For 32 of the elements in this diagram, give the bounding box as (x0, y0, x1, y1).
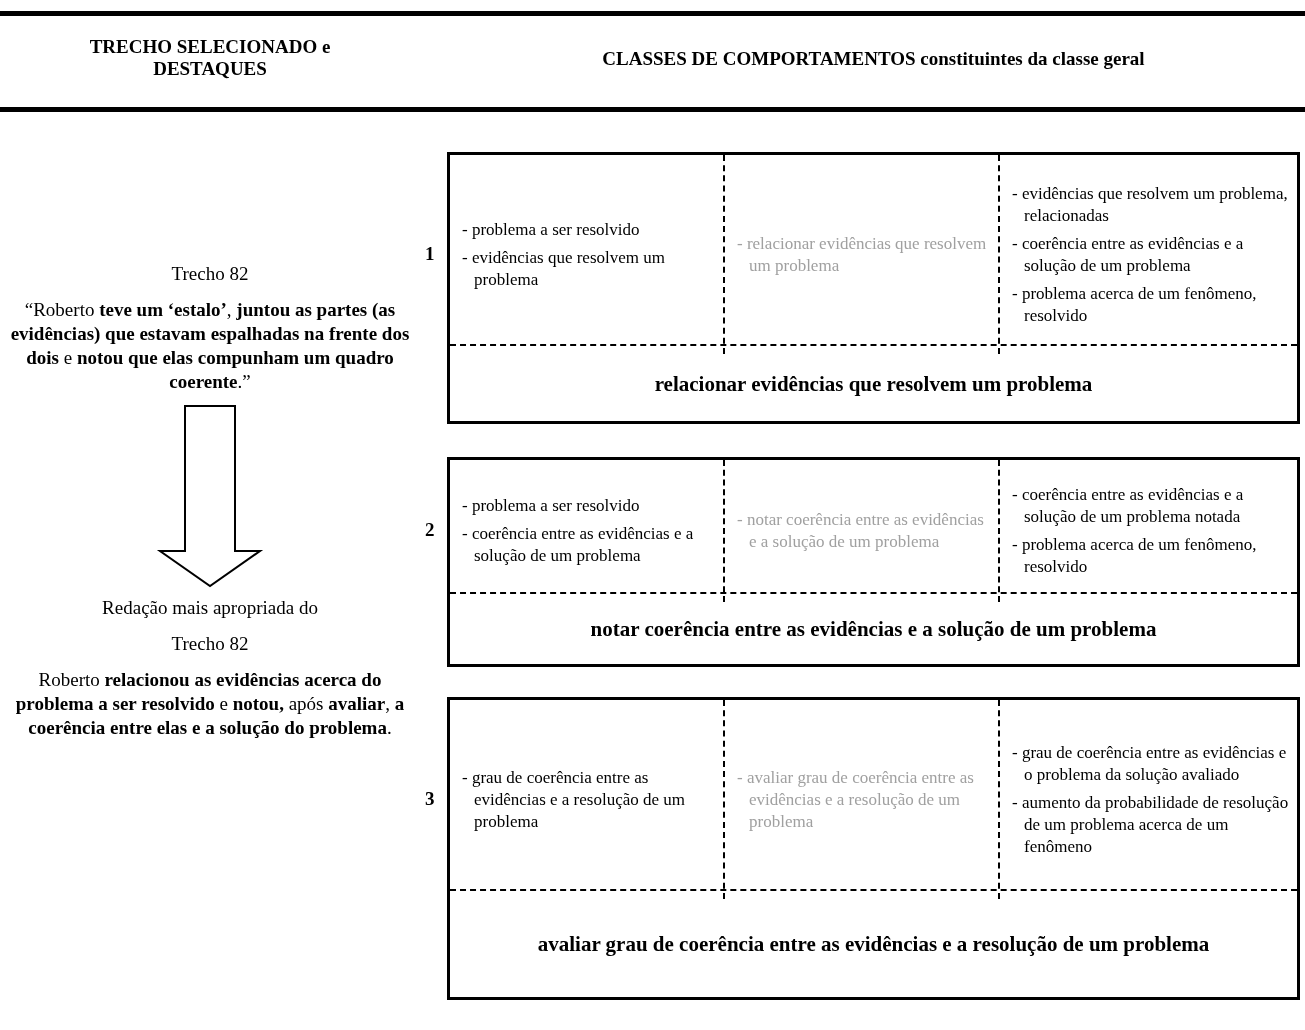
bullet-item: - coerência entre as evidências e a solução de um problema notada (1012, 484, 1245, 528)
bullet-item: - grau de coerência entre as evidências e a resolução de um problema (462, 766, 686, 833)
bullet-item: - evidências que resolvem um problema (462, 246, 666, 291)
rewrite-heading: Redação mais apropriada do (102, 596, 318, 620)
bullet-item: - problema acerca de um fenômeno, resolvido (1012, 282, 1258, 327)
table-frame (447, 152, 1300, 424)
bullet-item: - coerência entre as evidências e a solução de um problema (1012, 232, 1245, 277)
rewritten-passage: Roberto relacionou as evidências acerca do problema a ser resolvido e notou, após avaliar, a coerência entre elas e a solução do problema. (14, 668, 406, 740)
quoted-passage: “Roberto teve um ‘estalo’, juntou as partes (as evidências) que estavam espalhadas na frente dos dois e notou que elas compunham um quadro coerente.” (10, 298, 410, 394)
row-number: 2 (425, 519, 435, 541)
bullet-item: - evidências que resolvem um problema, relacionadas (1012, 182, 1289, 227)
summary-text: relacionar evidências que resolvem um problema (654, 370, 1093, 397)
bullet-item: - problema acerca de um fenômeno, resolvido (1012, 534, 1258, 578)
rewrite-heading: Trecho 82 (171, 632, 249, 656)
column-header: TRECHO SELECIONADO e DESTAQUES (88, 36, 332, 80)
row-number: 1 (425, 242, 435, 265)
summary-text: notar coerência entre as evidências e a solução de um problema (590, 616, 1157, 642)
passage-heading: Trecho 82 (171, 262, 249, 286)
bullet-item: - problema a ser resolvido (462, 495, 641, 517)
row-number: 3 (425, 787, 435, 810)
table-frame (447, 697, 1300, 1000)
column-header: CLASSES DE COMPORTAMENTOS constituintes da classe geral (601, 48, 1146, 70)
bullet-item: - aumento da probabilidade de resolução de um problema acerca de um fenômeno (1012, 791, 1290, 858)
bullet-item: - problema a ser resolvido (462, 218, 641, 241)
bullet-item: - relacionar evidências que resolvem um problema (737, 232, 988, 277)
bullet-item: - grau de coerência entre as evidências e o problema da solução avaliado (1012, 741, 1288, 786)
bullet-item: - coerência entre as evidências e a solução de um problema (462, 523, 695, 567)
block-arrow (156, 405, 264, 588)
table-frame (447, 457, 1300, 667)
bullet-item: - avaliar grau de coerência entre as evidências e a resolução de um problema (737, 766, 975, 833)
summary-text: avaliar grau de coerência entre as evidências e a resolução de um problema (537, 931, 1210, 957)
bullet-item: - notar coerência entre as evidências e a solução de um problema (737, 509, 985, 553)
